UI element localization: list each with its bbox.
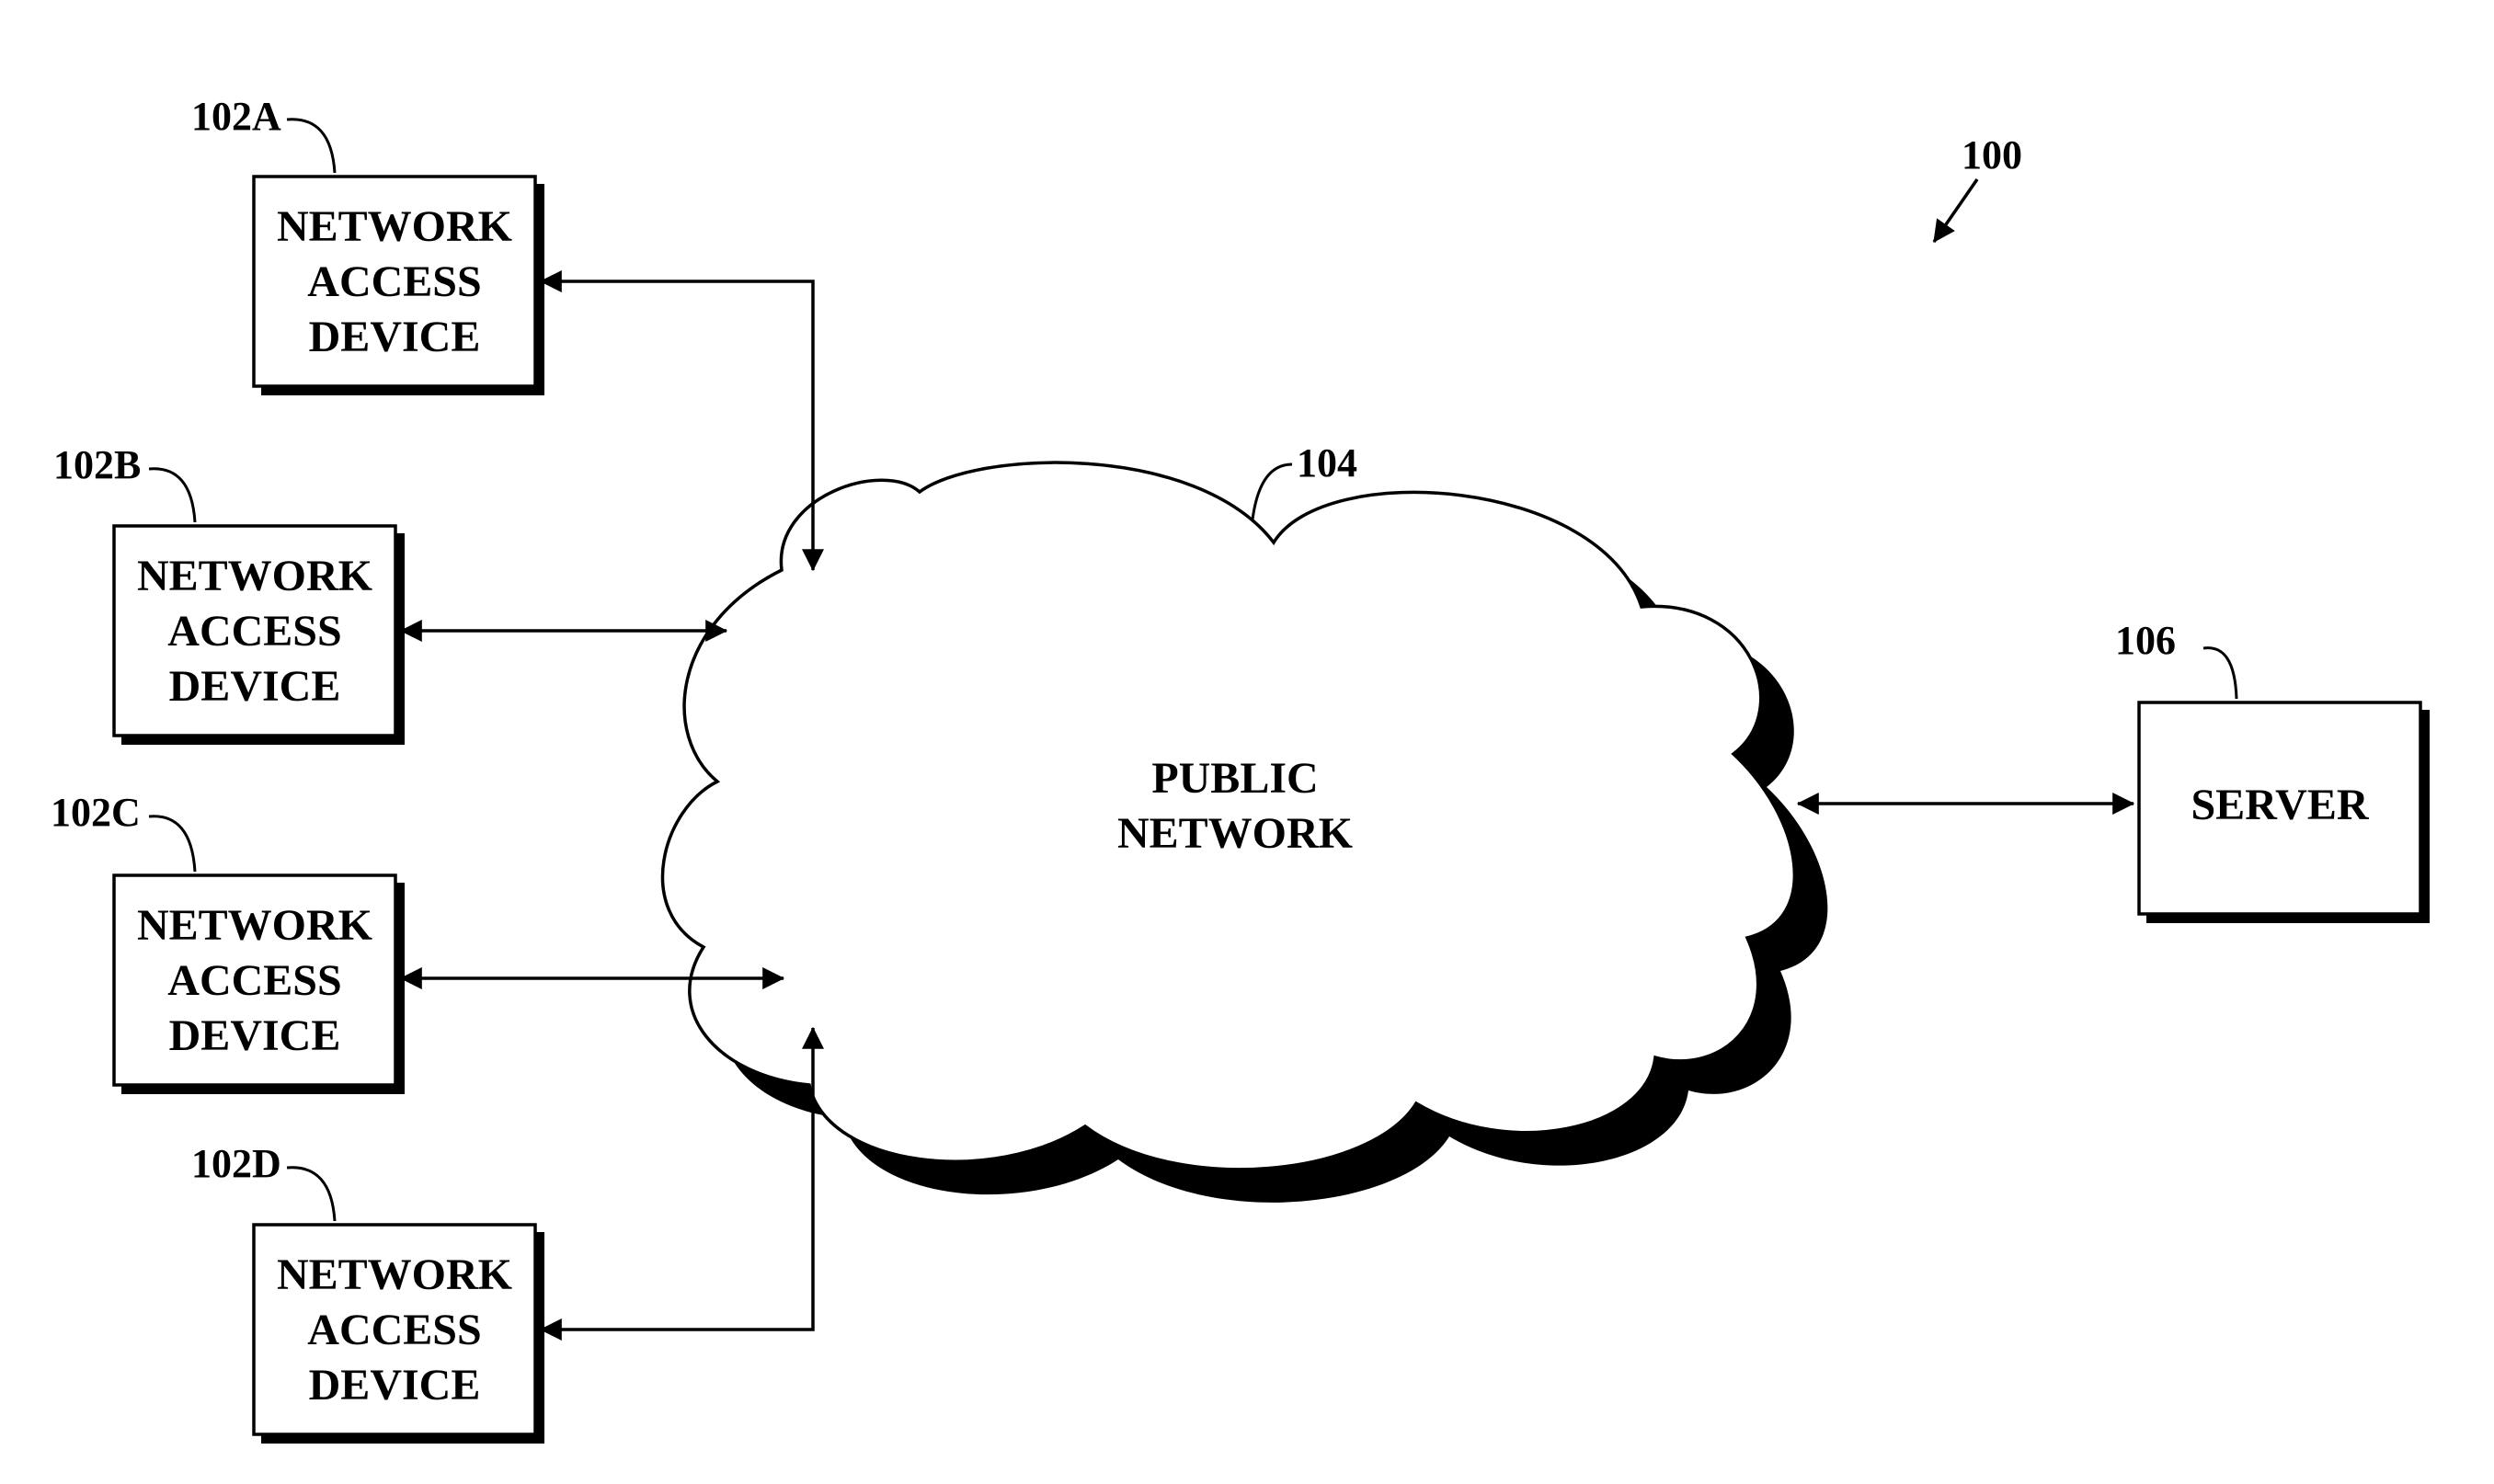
device-ref-label: 102C (51, 790, 141, 835)
public-network-cloud: PUBLIC NETWORK 104 (663, 440, 1828, 1203)
device-label-line3: DEVICE (309, 313, 481, 361)
device-label-line3: DEVICE (169, 1011, 341, 1060)
device-ref-label: 102A (191, 94, 281, 139)
device-label-line1: NETWORK (137, 901, 372, 950)
device-label-line1: NETWORK (277, 1250, 512, 1299)
cloud-ref-leader (1253, 464, 1292, 519)
device-ref-label: 102B (53, 442, 141, 487)
server: SERVER 106 (2115, 618, 2430, 923)
device-label-line2: ACCESS (307, 257, 481, 306)
cloud-ref-label: 104 (1297, 440, 1357, 485)
figure-ref-arrow (1934, 179, 1977, 242)
server-ref-leader (2203, 648, 2237, 699)
device-102a: NETWORK ACCESS DEVICE 102A (191, 94, 544, 395)
device-label-line2: ACCESS (167, 607, 341, 656)
server-label: SERVER (2191, 781, 2369, 829)
device-label-line3: DEVICE (309, 1361, 481, 1410)
device-label-line2: ACCESS (167, 956, 341, 1005)
device-ref-leader (149, 469, 195, 522)
device-ref-leader (287, 1168, 335, 1221)
figure-reference: 100 (1934, 132, 2022, 242)
device-102c: NETWORK ACCESS DEVICE 102C (51, 790, 405, 1094)
cloud-label-line1: PUBLIC (1151, 754, 1318, 803)
device-102b: NETWORK ACCESS DEVICE 102B (53, 442, 405, 745)
figure-ref-label: 100 (1962, 132, 2022, 177)
device-label-line2: ACCESS (307, 1306, 481, 1354)
device-label-line1: NETWORK (277, 202, 512, 251)
device-label-line1: NETWORK (137, 552, 372, 600)
device-ref-label: 102D (191, 1141, 281, 1186)
device-102d: NETWORK ACCESS DEVICE 102D (191, 1141, 544, 1444)
server-ref-label: 106 (2115, 618, 2176, 663)
cloud-label-line2: NETWORK (1117, 809, 1353, 858)
connector-102a-network (541, 281, 813, 570)
device-ref-leader (149, 816, 195, 872)
device-ref-leader (287, 120, 335, 173)
device-label-line3: DEVICE (169, 662, 341, 711)
